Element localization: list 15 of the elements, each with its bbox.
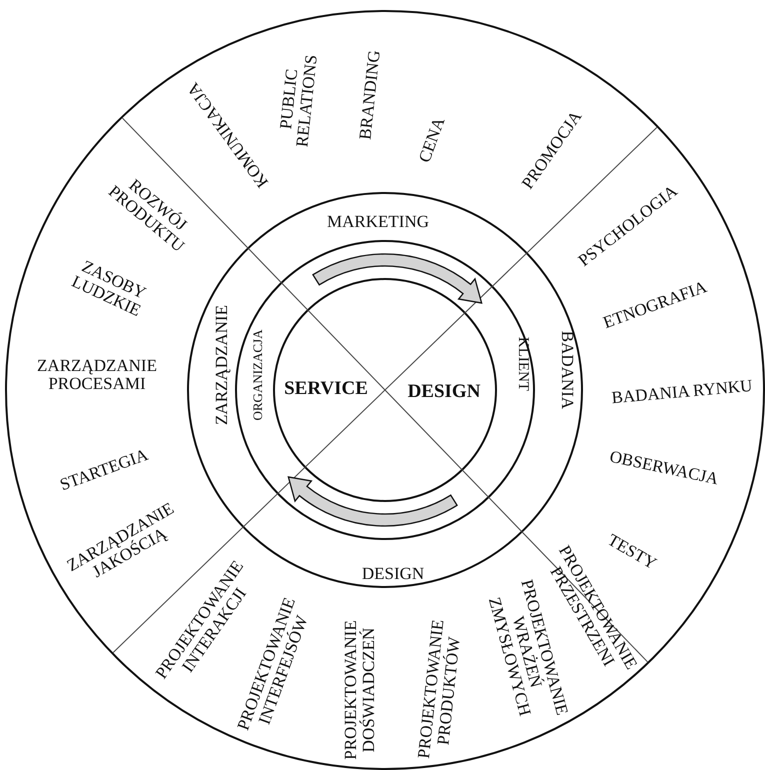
segment-label: PROJEKTOWANIE DOŚWIADCZEŃ <box>342 620 378 760</box>
segment-label: BADANIA RYNKU <box>610 376 754 408</box>
ring-label: ORGANIZACJA <box>251 330 265 420</box>
center-label: SERVICE <box>284 379 368 399</box>
ring-label: DESIGN <box>362 565 424 583</box>
segment-label: PROJEKTOWANIE PRODUKTÓW <box>414 618 465 762</box>
segment-label: CENA <box>416 115 448 165</box>
center-label: DESIGN <box>408 382 480 402</box>
segment-label: BRANDING <box>356 49 384 141</box>
ring-label: KLIENT <box>514 336 530 392</box>
ring-label: ZARZĄDZANIE <box>213 305 231 425</box>
segment-label: ZARZĄDZANIE PROCESAMI <box>37 357 157 393</box>
ring-label: MARKETING <box>327 213 429 231</box>
ring-label: BADANIA <box>558 330 576 410</box>
segment-label: PUBLIC RELATIONS <box>275 52 321 148</box>
